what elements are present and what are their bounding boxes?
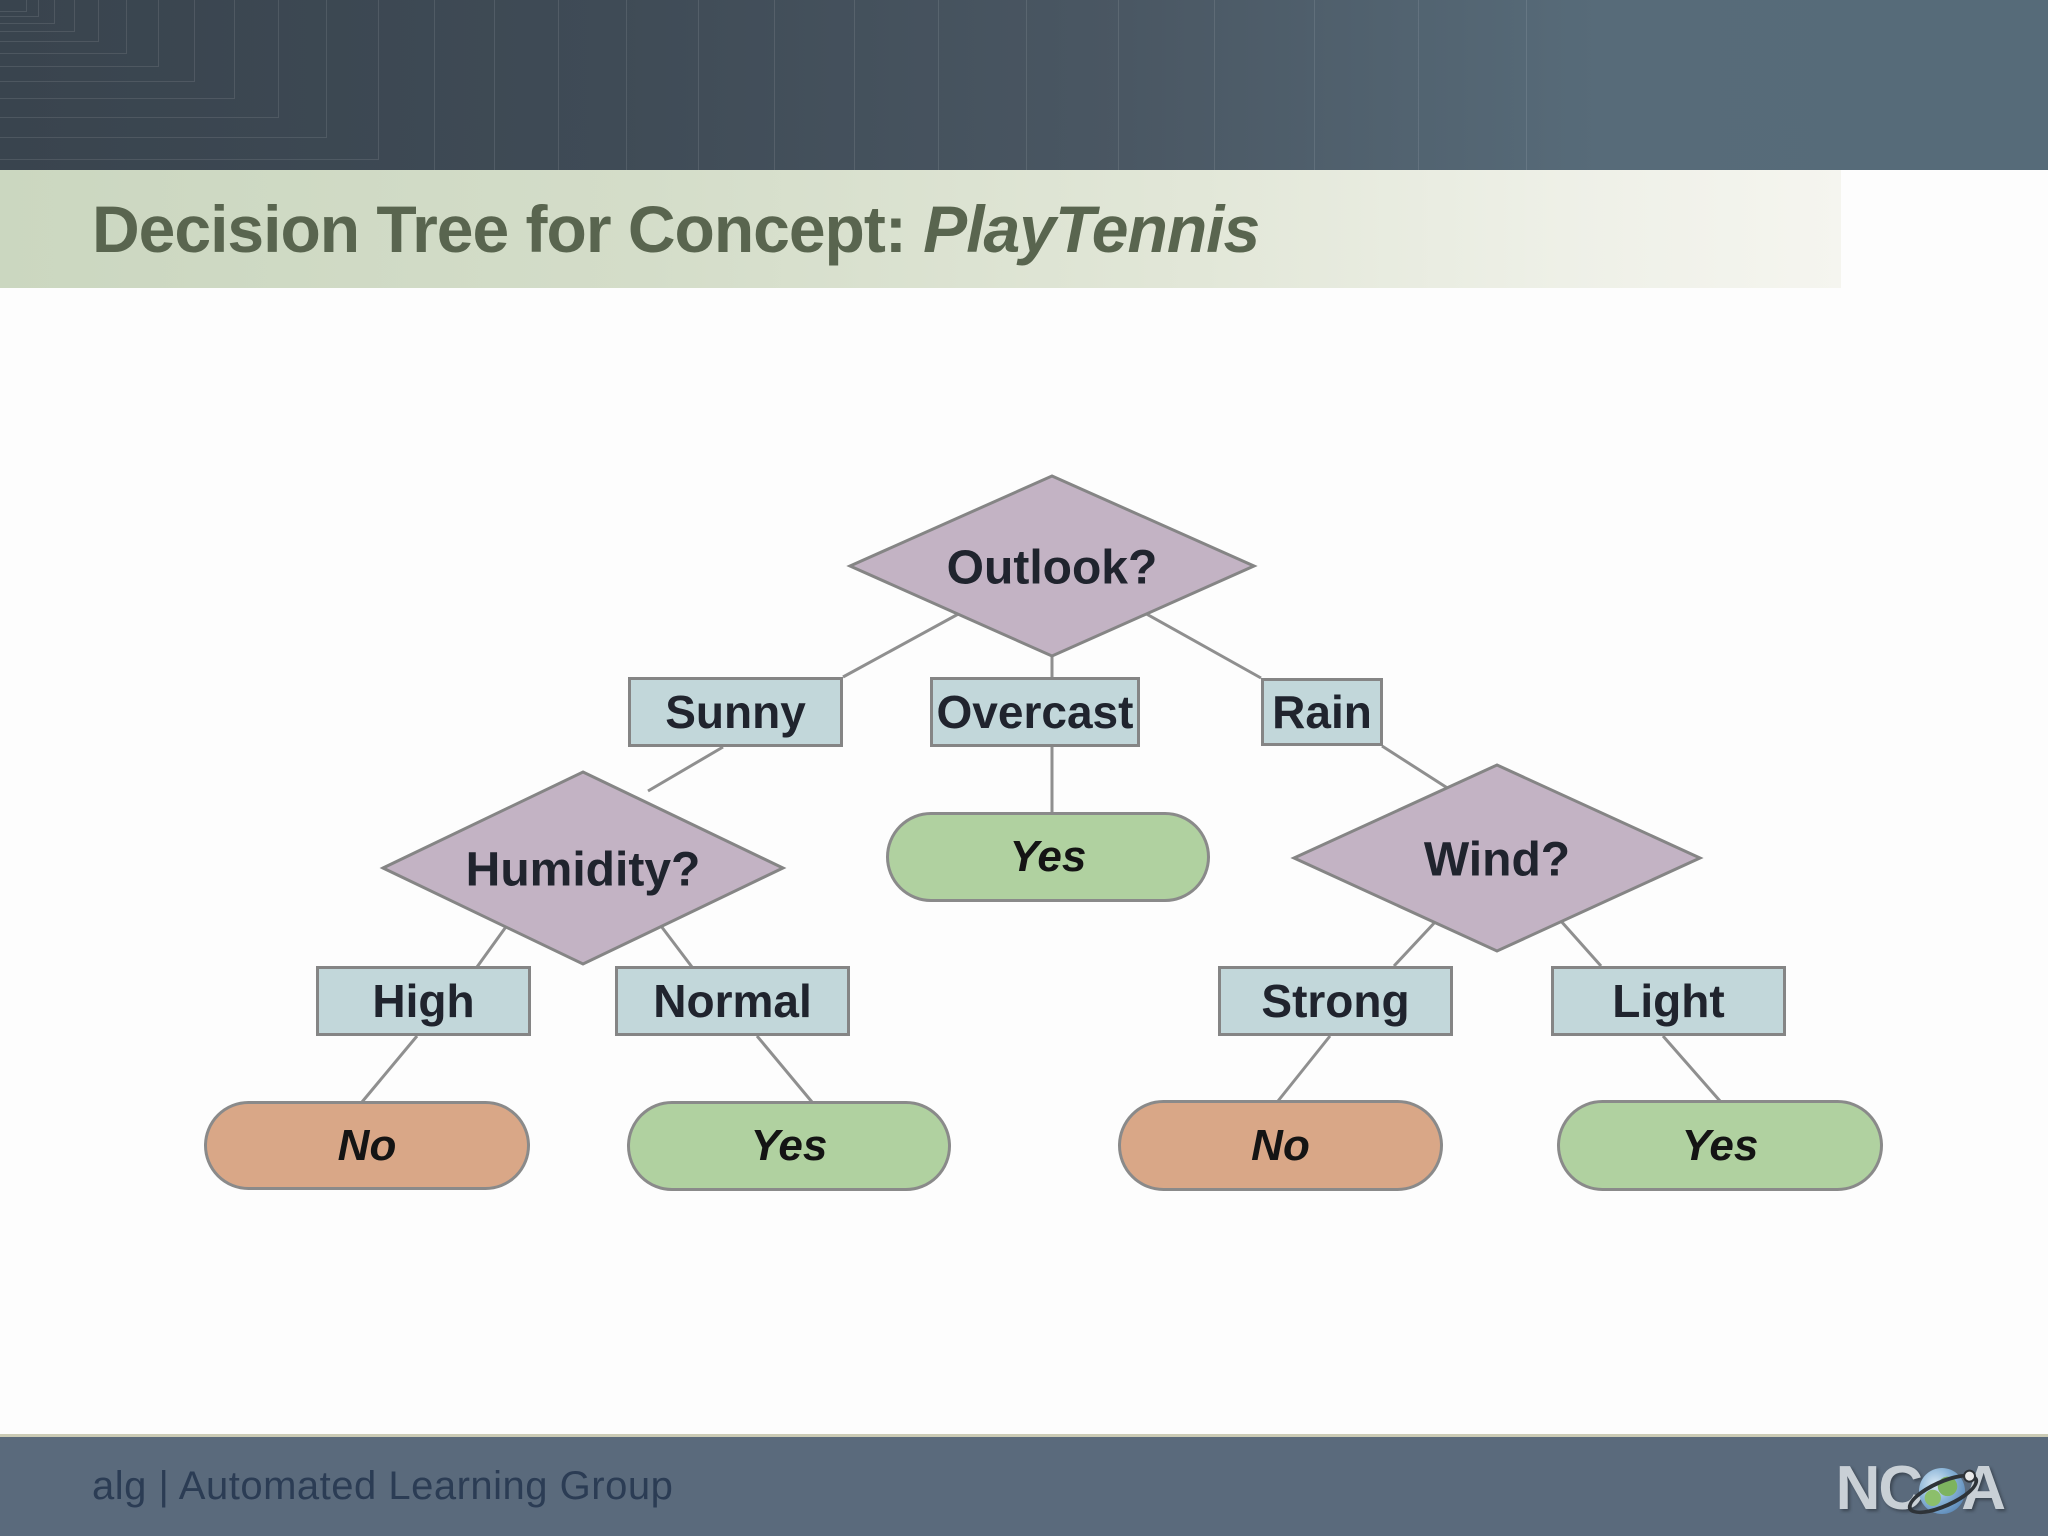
decision-label-humidity: Humidity? — [465, 843, 701, 897]
footer-credit: alg | Automated Learning Group — [92, 1464, 674, 1508]
leaf-node-no-strong: No — [1118, 1100, 1443, 1191]
footer-divider — [0, 1434, 2048, 1437]
page-title-emphasis: PlayTennis — [923, 192, 1260, 266]
band-corner-line — [0, 0, 1419, 170]
decision-node-wind — [1290, 763, 1704, 953]
tree-edge-2 — [1142, 610, 1262, 680]
tree-edge-3 — [647, 745, 724, 793]
band-corner-line — [0, 0, 627, 170]
band-corner-line — [0, 0, 235, 99]
band-corner-line — [0, 0, 379, 160]
band-corner-line — [0, 0, 39, 17]
branch-node-light: Light — [1551, 966, 1786, 1036]
tree-edge-10 — [1392, 918, 1439, 968]
branch-node-rain: Rain — [1261, 678, 1383, 746]
tree-edge-7 — [659, 925, 694, 968]
tree-edge-9 — [755, 1035, 814, 1103]
globe-icon — [1902, 1465, 1984, 1523]
decision-label-wind: Wind? — [1423, 833, 1571, 887]
band-corner-line — [0, 0, 1527, 170]
band-corner-line — [0, 0, 775, 170]
band-corner-line — [0, 0, 127, 54]
page-title: Decision Tree for Concept: PlayTennis — [0, 191, 1260, 267]
decision-label-outlook: Outlook? — [946, 541, 1158, 595]
band-corner-line — [0, 0, 435, 170]
band-corner-line — [0, 0, 159, 67]
ncsa-logo-left-text: NC — [1835, 1453, 1924, 1523]
band-corner-line — [0, 0, 855, 170]
tree-edge-0 — [842, 610, 963, 679]
band-corner-line — [0, 0, 1027, 170]
tree-edge-12 — [1276, 1035, 1332, 1102]
branch-node-high: High — [316, 966, 531, 1036]
tree-edge-8 — [360, 1035, 419, 1103]
band-corner-line — [0, 0, 1315, 170]
band-corner-line — [0, 0, 99, 42]
decision-node-outlook — [846, 474, 1258, 658]
title-bar: Decision Tree for Concept: PlayTennis — [0, 170, 1841, 288]
tree-edge-13 — [1661, 1035, 1722, 1102]
band-corner-line — [0, 0, 1119, 170]
ncsa-logo: NC A — [1835, 1450, 2006, 1526]
band-corner-line — [0, 0, 55, 24]
branch-node-normal: Normal — [615, 966, 850, 1036]
band-corner-line — [0, 0, 195, 82]
branch-node-overcast: Overcast — [930, 677, 1140, 747]
leaf-node-yes-light: Yes — [1557, 1100, 1883, 1191]
band-corner-line — [0, 0, 27, 12]
band-corner-line — [0, 0, 327, 138]
band-corner-line — [0, 0, 699, 170]
tree-edge-6 — [475, 923, 510, 968]
page-title-prefix: Decision Tree for Concept: — [92, 192, 924, 266]
band-corner-line — [0, 0, 939, 170]
tree-edge-11 — [1558, 919, 1603, 967]
band-corner-line — [0, 0, 279, 118]
leaf-node-no-high: No — [204, 1101, 530, 1190]
band-corner-line — [0, 0, 559, 170]
band-corner-line — [0, 0, 495, 170]
leaf-node-yes-overcast: Yes — [886, 812, 1210, 902]
branch-node-sunny: Sunny — [628, 677, 843, 747]
decision-node-humidity — [379, 770, 787, 966]
band-corner-line — [0, 0, 75, 32]
footer-bar: alg | Automated Learning Group — [0, 1437, 2048, 1536]
branch-node-strong: Strong — [1218, 966, 1453, 1036]
top-decorative-band — [0, 0, 2048, 170]
band-corner-line — [0, 0, 1215, 170]
leaf-node-yes-normal: Yes — [627, 1101, 951, 1191]
tree-edge-5 — [1381, 744, 1450, 791]
